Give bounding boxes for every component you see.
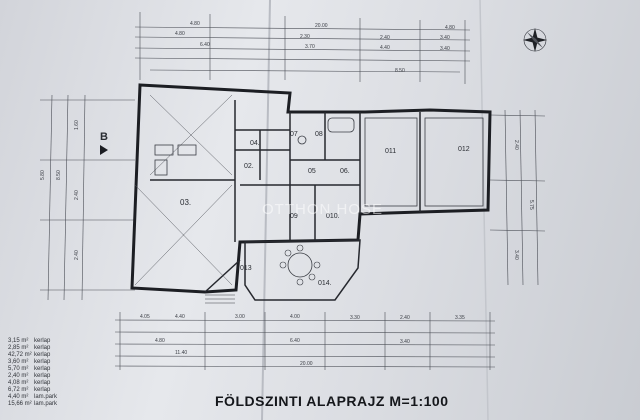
legend-area: 42,72 m² xyxy=(8,352,32,358)
legend-area: 4,40 m² xyxy=(8,394,28,400)
dim-bottom: 3.30 xyxy=(350,315,360,321)
dim-top: 4.80 xyxy=(445,25,455,31)
room-label-09: 09 xyxy=(290,213,298,220)
dim-left: 1.60 xyxy=(74,120,80,130)
dim-bottom: 4.40 xyxy=(175,314,185,320)
dim-bottom: 2.40 xyxy=(400,315,410,321)
dim-bottom: 6.40 xyxy=(290,338,300,344)
room-label-011: 011 xyxy=(385,148,396,155)
dim-top: 3.40 xyxy=(440,46,450,52)
dim-top: 4.40 xyxy=(380,45,390,51)
dim-bottom: 3.35 xyxy=(455,315,465,321)
dim-right: 5.75 xyxy=(528,200,534,210)
bottom-dimension-lines xyxy=(114,312,496,370)
north-arrow-icon xyxy=(523,28,547,52)
legend-floor: kerlap xyxy=(34,366,51,372)
room-label-06: 06. xyxy=(340,168,350,175)
legend-area: 15,66 m² xyxy=(8,401,32,407)
interior-walls xyxy=(150,100,421,293)
dim-top-total: 20.00 xyxy=(315,23,328,29)
dim-top: 3.40 xyxy=(440,35,450,41)
legend-area: 2,40 m² xyxy=(8,373,28,379)
dining-chairs xyxy=(279,244,321,286)
appliance xyxy=(154,159,168,176)
room-label-014: 014. xyxy=(318,280,332,287)
legend-floor: kerlap xyxy=(34,380,51,386)
room-label-02: 02. xyxy=(244,163,254,170)
section-mark: B xyxy=(100,131,108,143)
legend-floor: lam.park xyxy=(34,401,58,407)
dining-table xyxy=(287,252,313,278)
bathtub xyxy=(327,117,355,133)
dim-bottom: 4.80 xyxy=(155,338,165,344)
entrance-steps xyxy=(205,294,235,304)
legend-floor: kerlap xyxy=(34,352,51,358)
dim-left: 2.40 xyxy=(74,250,80,260)
room-label-010: 010. xyxy=(326,213,340,220)
room-label-04: 04. xyxy=(250,140,260,147)
room-label-013: 013 xyxy=(240,265,252,272)
dim-top: 6.40 xyxy=(200,42,210,48)
legend-floor: kerlap xyxy=(34,345,51,351)
left-dimension-lines xyxy=(40,94,135,301)
dim-bottom: 4.00 xyxy=(290,314,300,320)
dim-top: 2.40 xyxy=(380,35,390,41)
legend-area: 2,85 m² xyxy=(8,345,28,351)
room-label-05: 05 xyxy=(308,168,316,175)
watermark-logo: OTTHON HOSE xyxy=(262,201,383,218)
dim-top: 3.70 xyxy=(305,44,315,50)
room-label-08: 08 xyxy=(315,131,323,138)
legend-area: 3,15 m² xyxy=(8,338,28,344)
dim-bottom: 3.40 xyxy=(400,339,410,345)
area-legend: 3,15 m² kerlap 2,85 m² kerlap 42,72 m² k… xyxy=(8,338,58,407)
room-label-07: 07 xyxy=(290,131,298,138)
kitchen-counter xyxy=(154,144,174,156)
dim-right: 2.40 xyxy=(513,140,519,150)
legend-area: 4,08 m² xyxy=(8,380,28,386)
dim-right: 3.40 xyxy=(513,250,519,260)
dim-top: 4.80 xyxy=(175,31,185,37)
dim-bottom: 4.05 xyxy=(140,314,150,320)
legend-area: 6,72 m² xyxy=(8,387,28,393)
garage-bay xyxy=(364,117,418,207)
dim-bottom: 11.40 xyxy=(175,350,187,356)
toilet xyxy=(297,135,307,145)
dim-top-sub: 8.50 xyxy=(395,68,405,74)
right-dimension-lines xyxy=(489,109,546,286)
garage-bay xyxy=(424,117,484,207)
dim-top: 4.80 xyxy=(190,21,200,27)
legend-floor: lam.park xyxy=(34,394,58,400)
paper-fold xyxy=(261,0,271,420)
top-dimension-lines xyxy=(134,12,471,84)
legend-floor: kerlap xyxy=(34,373,51,379)
terrace-outline xyxy=(244,239,361,301)
legend-floor: kerlap xyxy=(34,338,51,344)
room-label-03: 03. xyxy=(180,198,191,207)
legend-area: 3,60 m² xyxy=(8,359,28,365)
dim-left: 2.40 xyxy=(74,190,80,200)
legend-area: 5,70 m² xyxy=(8,366,28,372)
room-label-012: 012 xyxy=(458,146,470,153)
dim-top: 2.30 xyxy=(300,34,310,40)
plan-title: FÖLDSZINTI ALAPRAJZ M=1:100 xyxy=(215,393,449,409)
legend-floor: kerlap xyxy=(34,359,51,365)
dim-bottom: 3.00 xyxy=(235,314,245,320)
dim-left: 8.50 xyxy=(56,170,62,180)
dim-bottom-total: 20.00 xyxy=(300,361,313,367)
kitchen-counter xyxy=(177,144,197,156)
dim-left: 5.80 xyxy=(40,170,46,180)
roof-hatching xyxy=(134,94,233,286)
section-arrow-icon xyxy=(100,145,108,155)
legend-floor: kerlap xyxy=(34,387,51,393)
